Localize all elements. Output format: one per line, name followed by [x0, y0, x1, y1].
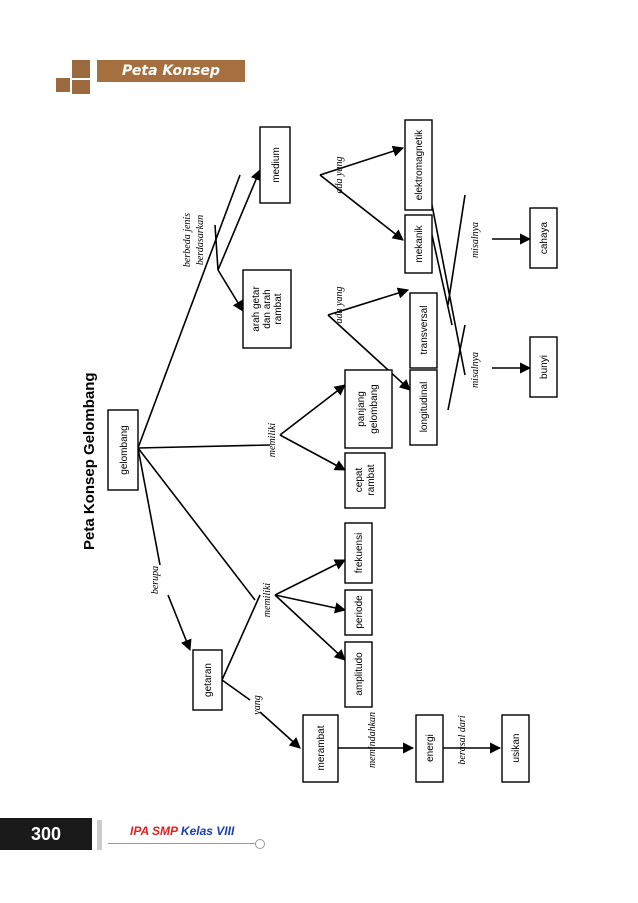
label-memiliki-1: memiliki [267, 423, 278, 458]
concept-map-diagram: Peta Konsep Gelombang gelombang medium a… [81, 119, 558, 783]
node-box-arah [242, 269, 292, 349]
footer-dot [255, 839, 265, 849]
header-deco-square-1 [56, 78, 70, 92]
node-box-medium [259, 126, 291, 204]
node-box-merambat [302, 714, 339, 783]
header-deco-square-3 [72, 80, 90, 94]
header-title: Peta Konsep [122, 63, 220, 79]
footer-book-title: IPA SMP Kelas VIII [130, 824, 234, 838]
node-box-periode [344, 589, 373, 636]
node-box-cepat [344, 452, 386, 509]
page-number-box: 300 [0, 818, 92, 850]
label-memindahkan: memindahkan [367, 712, 378, 768]
node-box-getaran [192, 649, 223, 711]
node-box-amplitudo [344, 641, 373, 708]
node-cepat-1: cepat [354, 468, 365, 493]
node-gelombang: gelombang [119, 425, 130, 474]
label-ada-yang-2: ada yang [334, 287, 345, 324]
node-medium: medium [271, 147, 282, 183]
footer-ipa: IPA [130, 824, 149, 838]
label-berasal-dari: berasal dari [457, 715, 468, 764]
node-cahaya: cahaya [539, 221, 550, 254]
node-box-transversal [409, 292, 438, 369]
label-ada-yang-1: ada yang [334, 157, 345, 194]
node-panjang-2: gelombang [369, 384, 380, 433]
node-merambat: merambat [316, 725, 327, 770]
node-frekuensi: frekuensi [354, 533, 365, 574]
node-longitudinal: longitudinal [419, 382, 430, 433]
node-transversal: transversal [419, 306, 430, 355]
label-misalnya-1: misalnya [470, 222, 481, 258]
label-memiliki-2: memiliki [262, 583, 273, 618]
node-panjang-1: panjang [356, 391, 367, 427]
node-box-longitudinal [409, 369, 438, 446]
node-box-frekuensi [344, 522, 373, 584]
footer-smp: SMP [152, 824, 178, 838]
node-periode: periode [354, 595, 365, 629]
header-deco-square-2 [72, 60, 90, 78]
node-arah-3: rambat [273, 293, 284, 324]
node-arah-1: arah getar [251, 286, 262, 332]
label-berupa: berupa [150, 566, 161, 594]
node-box-gelombang [107, 409, 139, 491]
node-box-energi [415, 714, 444, 783]
footer-kelas: Kelas VIII [180, 824, 235, 838]
node-box-mekanik [404, 214, 433, 274]
node-box-cahaya [529, 207, 558, 269]
node-cepat-2: rambat [366, 464, 377, 495]
node-elektromagnetik: elektromagnetik [414, 129, 425, 201]
node-box-usikan [501, 714, 530, 783]
label-misalnya-2: misalnya [470, 352, 481, 388]
node-arah-2: dan arah [262, 289, 273, 328]
node-usikan: usikan [511, 734, 522, 763]
label-berbeda-2: berdasarkan [195, 215, 206, 265]
connectors [137, 145, 532, 754]
node-energi: energi [425, 734, 436, 762]
node-amplitudo: amplitudo [354, 652, 365, 696]
node-box-bunyi [529, 336, 558, 398]
footer-underline [108, 843, 256, 844]
footer-separator [97, 820, 102, 850]
page-number: 300 [30, 824, 62, 844]
node-bunyi: bunyi [539, 355, 550, 379]
header-bar: Peta Konsep [97, 60, 245, 82]
label-berbeda-1: berbeda jenis [182, 213, 193, 267]
node-box-elektromagnetik [404, 119, 433, 211]
node-box-panjang [344, 369, 393, 449]
label-yang: yang [252, 695, 263, 715]
node-mekanik: mekanik [414, 224, 425, 262]
node-getaran: getaran [203, 663, 214, 697]
diagram-title: Peta Konsep Gelombang [81, 372, 98, 550]
